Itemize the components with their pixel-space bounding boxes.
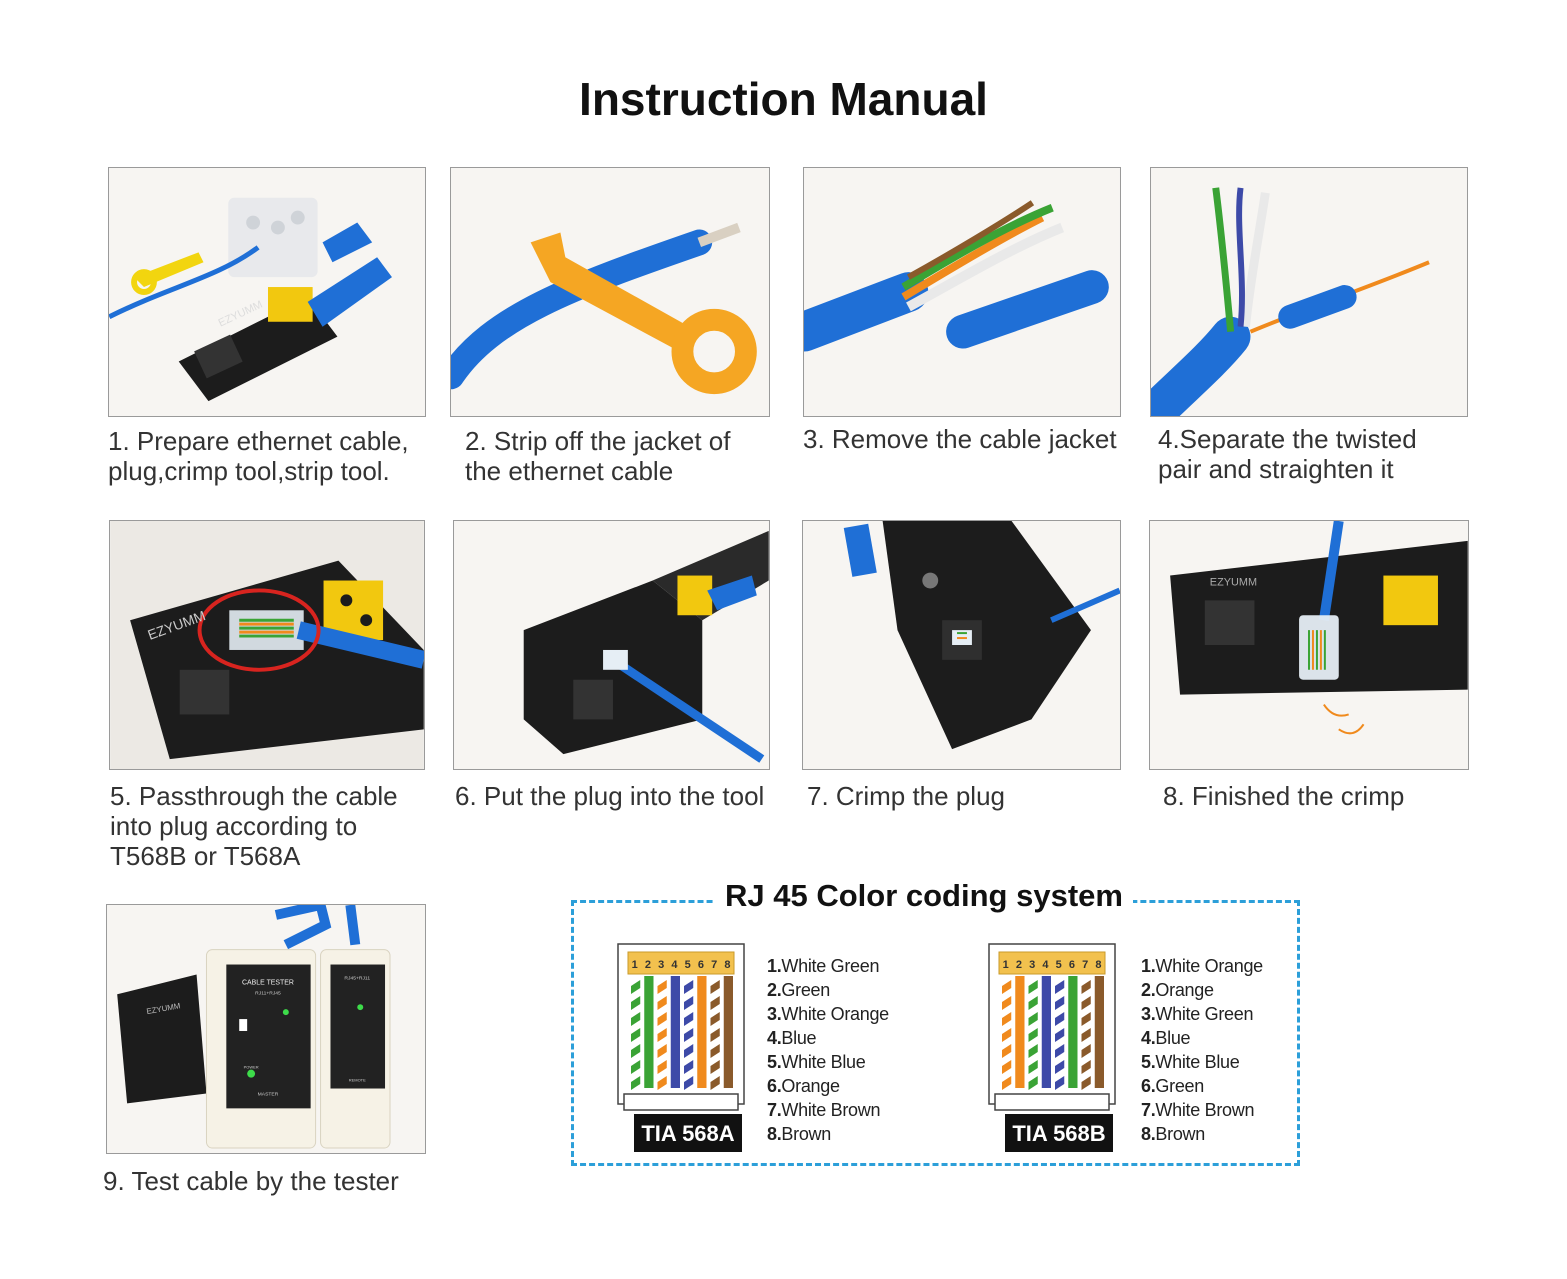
pin-number: 4: [1042, 959, 1049, 971]
power-label: POWER: [244, 1065, 259, 1070]
pin-number: 5: [1056, 959, 1062, 971]
pin-number: 2: [645, 959, 651, 971]
pin-number: 8: [1095, 959, 1101, 971]
wire-1: [631, 976, 641, 1090]
pin-number: 2: [1016, 959, 1022, 971]
cable-jacket-illustration: [804, 168, 1120, 416]
wire-1: [1002, 976, 1012, 1090]
pin-number: 5: [685, 959, 691, 971]
pin-number: 6: [698, 959, 704, 971]
step-2-caption: 2. Strip off the jacket of the ethernet …: [465, 426, 731, 486]
wire-7: [1081, 976, 1091, 1090]
pin-number: 3: [658, 959, 664, 971]
step-3-photo: [803, 167, 1121, 417]
pin-number: 1: [1003, 959, 1009, 971]
pin-number: 7: [1082, 959, 1088, 971]
wire-list-item: 7.White Brown: [767, 1100, 881, 1120]
step-4-photo: [1150, 167, 1468, 417]
wire-list-item: 7.White Brown: [1141, 1100, 1255, 1120]
step-6-caption: 6. Put the plug into the tool: [455, 781, 765, 811]
wire-list-item: 5.White Blue: [1141, 1052, 1240, 1072]
step-6-photo: [453, 520, 770, 770]
finished-crimp-illustration: EZYUMM: [1150, 521, 1468, 769]
wire-4: [1041, 976, 1051, 1088]
pin-number: 6: [1069, 959, 1075, 971]
step-5-caption: 5. Passthrough the cable into plug accor…: [110, 781, 398, 871]
step-1-photo: EZYUMM: [108, 167, 426, 417]
wire-list-item: 1.White Green: [767, 956, 880, 976]
wire-2: [644, 976, 654, 1088]
cable-tester-illustration: CABLE TESTER RJ11+RJ45 RJ45+RJ11 POWER M…: [107, 905, 425, 1153]
wire-2: [1015, 976, 1025, 1088]
standard-label: TIA 568B: [1012, 1121, 1105, 1146]
wire-list-item: 2.Green: [767, 980, 830, 1000]
step-5-photo: EZYUMM: [109, 520, 425, 770]
color-coding-title: RJ 45 Color coding system: [715, 878, 1133, 914]
plug-in-tool-illustration: [454, 521, 769, 769]
page-title: Instruction Manual: [579, 73, 988, 125]
wire-8: [1094, 976, 1104, 1088]
step-8-photo: EZYUMM: [1149, 520, 1469, 770]
wire-list-item: 4.Blue: [1141, 1028, 1191, 1048]
tester-master-sub: RJ11+RJ45: [255, 990, 281, 996]
wire-list-item: 3.White Orange: [767, 1004, 889, 1024]
wire-list-item: 8.Brown: [767, 1124, 831, 1144]
wire-list-item: 5.White Blue: [767, 1052, 866, 1072]
tester-remote-sub: RJ45+RJ11: [344, 975, 370, 981]
wire-list-item: 1.White Orange: [1141, 956, 1263, 976]
wire-3: [1028, 976, 1038, 1090]
strip-tool-illustration: [451, 168, 769, 416]
wire-list-568a: 1.White Green 2.Green 3.White Orange 4.Blue…: [767, 954, 889, 1146]
wire-3: [657, 976, 667, 1090]
wire-list-item: 3.White Green: [1141, 1004, 1254, 1024]
pin-number: 8: [724, 959, 730, 971]
step-2-photo: [450, 167, 770, 417]
pin-number: 4: [671, 959, 678, 971]
plug-insertion-illustration: EZYUMM: [110, 521, 424, 769]
wire-5: [1055, 976, 1065, 1090]
wire-7: [710, 976, 720, 1090]
brand-text: EZYUMM: [1210, 576, 1257, 588]
wire-list-item: 2.Orange: [1141, 980, 1214, 1000]
step-9-photo: CABLE TESTER RJ11+RJ45 RJ45+RJ11 POWER M…: [106, 904, 426, 1154]
wire-8: [723, 976, 733, 1088]
wire-4: [670, 976, 680, 1088]
step-8-caption: 8. Finished the crimp: [1163, 781, 1405, 811]
step-7-caption: 7. Crimp the plug: [807, 781, 1005, 811]
twisted-pair-illustration: [1151, 168, 1467, 416]
step-7-photo: [802, 520, 1121, 770]
wire-6: [1068, 976, 1078, 1088]
wire-list-568b: 1.White Orange 2.Orange 3.White Green 4.Blu…: [1141, 954, 1263, 1146]
wire-6: [697, 976, 707, 1088]
standard-label: TIA 568A: [641, 1121, 734, 1146]
pin-number: 1: [632, 959, 638, 971]
tester-master-label: CABLE TESTER: [242, 979, 294, 986]
wire-list-item: 6.Orange: [767, 1076, 840, 1096]
crimp-plug-illustration: [803, 521, 1120, 769]
step-3-caption: 3. Remove the cable jacket: [803, 424, 1117, 454]
wire-list-item: 6.Green: [1141, 1076, 1204, 1096]
step-4-caption: 4.Separate the twisted pair and straight…: [1158, 424, 1417, 484]
wire-list-item: 4.Blue: [767, 1028, 817, 1048]
wire-list-item: 8.Brown: [1141, 1124, 1205, 1144]
pin-number: 3: [1029, 959, 1035, 971]
crimp-kit-illustration: EZYUMM: [109, 168, 425, 416]
pin-number: 7: [711, 959, 717, 971]
step-1-caption: 1. Prepare ethernet cable, plug,crimp to…: [108, 426, 409, 486]
step-9-caption: 9. Test cable by the tester: [103, 1166, 399, 1196]
wire-5: [684, 976, 694, 1090]
remote-label: REMOTE: [349, 1078, 366, 1083]
master-label: MASTER: [258, 1091, 279, 1097]
